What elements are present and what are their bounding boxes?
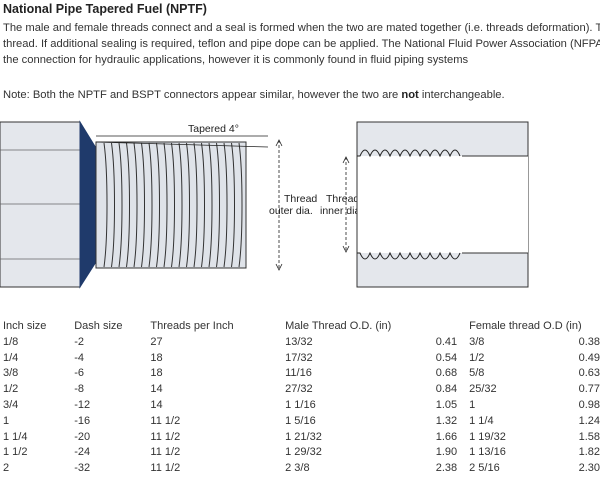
cell-dash-size: -2 [74, 335, 84, 348]
cell-female-fraction: 3/8 [469, 335, 485, 348]
cell-tpi: 11 1/2 [150, 430, 181, 443]
table-header-row: Inch size Dash size Threads per Inch Mal… [3, 318, 600, 332]
cell-dash-size: -6 [74, 367, 84, 380]
female-thread-top [357, 149, 461, 158]
table-row: 1/8 -2 27 13/32 0.41 3/8 0.38 [3, 332, 600, 348]
cell-male-decimal: 1.66 [435, 430, 458, 443]
cell-male-fraction: 17/32 [285, 351, 313, 364]
cell-female-decimal: 0.49 [578, 351, 600, 364]
table-row: 1/4 -4 18 17/32 0.54 1/2 0.49 [3, 348, 600, 364]
table-row: 1 1/4 -20 11 1/2 1 21/32 1.66 1 19/32 1.… [3, 427, 600, 443]
table-row: 1/2 -8 14 27/32 0.84 25/32 0.77 [3, 379, 600, 395]
cell-female-fraction: 1 13/16 [469, 446, 506, 459]
cell-female-decimal: 0.77 [578, 383, 600, 396]
table-row: 1 1/2 -24 11 1/2 1 29/32 1.90 1 13/16 1.… [3, 443, 600, 459]
cell-dash-size: -16 [74, 414, 91, 427]
cell-male-fraction: 13/32 [285, 335, 313, 348]
cell-male-decimal: 0.68 [435, 367, 458, 380]
taper-label: Tapered 4° [188, 123, 239, 135]
cell-tpi: 14 [150, 398, 163, 411]
cell-tpi: 14 [150, 383, 163, 396]
cell-female-fraction: 5/8 [469, 367, 485, 380]
header-male-od: Male Thread O.D. (in) [285, 320, 392, 332]
cell-inch-size: 3/4 [3, 398, 19, 411]
table-row: 3/4 -12 14 1 1/16 1.05 1 0.98 [3, 395, 600, 411]
cell-male-decimal: 1.90 [435, 446, 458, 459]
note-paragraph: Note: Both the NPTF and BSPT connectors … [3, 89, 505, 101]
cell-tpi: 11 1/2 [150, 446, 181, 459]
cell-male-fraction: 1 29/32 [285, 446, 322, 459]
cell-inch-size: 1/2 [3, 383, 19, 396]
male-thread-lines [103, 142, 243, 268]
cell-female-decimal: 0.38 [578, 335, 600, 348]
female-fitting: Thread inner dia. [320, 121, 529, 288]
cell-female-decimal: 2.30 [578, 462, 600, 475]
header-threads-per-inch: Threads per Inch [150, 320, 234, 332]
cell-inch-size: 1 1/2 [3, 446, 28, 459]
intro-line: the connection for hydraulic application… [3, 54, 469, 66]
female-thread-bottom [357, 251, 461, 260]
cell-dash-size: -8 [74, 383, 84, 396]
table-row: 2 -32 11 1/2 2 3/8 2.38 2 5/16 2.30 [3, 458, 600, 474]
cell-dash-size: -24 [74, 446, 91, 459]
cell-inch-size: 2 [3, 462, 10, 475]
cell-tpi: 11 1/2 [150, 462, 181, 475]
table-row: 1 -16 11 1/2 1 5/16 1.32 1 1/4 1.24 [3, 411, 600, 427]
cell-tpi: 11 1/2 [150, 414, 181, 427]
inner-dia-label-2: inner dia. [320, 205, 363, 217]
note-emphasis: not [401, 89, 419, 101]
cell-inch-size: 3/8 [3, 367, 19, 380]
cell-male-fraction: 1 1/16 [285, 398, 316, 411]
cell-inch-size: 1 [3, 414, 10, 427]
cell-tpi: 18 [150, 351, 163, 364]
cell-female-decimal: 0.98 [578, 398, 600, 411]
cell-dash-size: -4 [74, 351, 84, 364]
cell-male-decimal: 1.05 [435, 398, 458, 411]
page-title: National Pipe Tapered Fuel (NPTF) [3, 2, 207, 16]
cell-female-decimal: 1.58 [578, 430, 600, 443]
intro-line: thread. If additional sealing is require… [3, 38, 600, 50]
male-fitting: Tapered 4° Thread outer dia. [0, 120, 317, 289]
note-text: Note: Both the NPTF and BSPT connectors … [3, 89, 402, 101]
header-inch-size: Inch size [3, 320, 47, 332]
header-dash-size: Dash size [74, 320, 123, 332]
cell-male-fraction: 2 3/8 [285, 462, 310, 475]
note-text-end: interchangeable. [418, 89, 505, 101]
outer-dia-label-2: outer dia. [269, 205, 313, 217]
intro-paragraph: The male and female threads connect and … [3, 20, 600, 68]
thread-diagram: Tapered 4° Thread outer dia. Thread inne… [0, 120, 529, 289]
cell-dash-size: -20 [74, 430, 91, 443]
cell-male-decimal: 0.54 [435, 351, 458, 364]
cell-male-decimal: 0.84 [435, 383, 458, 396]
cell-inch-size: 1/4 [3, 351, 19, 364]
header-female-od: Female thread O.D (in) [469, 320, 582, 332]
inner-dia-label-1: Thread [326, 193, 359, 205]
outer-dia-label-1: Thread [284, 193, 317, 205]
cell-male-fraction: 1 21/32 [285, 430, 322, 443]
cell-female-fraction: 1 1/4 [469, 414, 494, 427]
cell-female-fraction: 1 [469, 398, 476, 411]
cell-female-fraction: 1 19/32 [469, 430, 506, 443]
cell-male-fraction: 27/32 [285, 383, 313, 396]
cell-female-decimal: 1.24 [578, 414, 600, 427]
cell-male-decimal: 0.41 [435, 335, 458, 348]
nptf-size-table: Inch size Dash size Threads per Inch Mal… [3, 318, 600, 474]
cell-male-fraction: 11/16 [285, 367, 312, 380]
cell-female-fraction: 2 5/16 [469, 462, 500, 475]
cell-male-decimal: 2.38 [435, 462, 458, 475]
cell-dash-size: -12 [74, 398, 91, 411]
table-row: 3/8 -6 18 11/16 0.68 5/8 0.63 [3, 364, 600, 380]
cell-tpi: 18 [150, 367, 163, 380]
cell-inch-size: 1/8 [3, 335, 19, 348]
cell-dash-size: -32 [74, 462, 91, 475]
cell-inch-size: 1 1/4 [3, 430, 28, 443]
cell-male-fraction: 1 5/16 [285, 414, 316, 427]
cell-female-decimal: 1.82 [578, 446, 600, 459]
cell-female-fraction: 1/2 [469, 351, 485, 364]
cell-male-decimal: 1.32 [435, 414, 458, 427]
cell-tpi: 27 [150, 335, 163, 348]
intro-line: The male and female threads connect and … [3, 22, 600, 34]
cell-female-decimal: 0.63 [578, 367, 600, 380]
cell-female-fraction: 25/32 [469, 383, 497, 396]
